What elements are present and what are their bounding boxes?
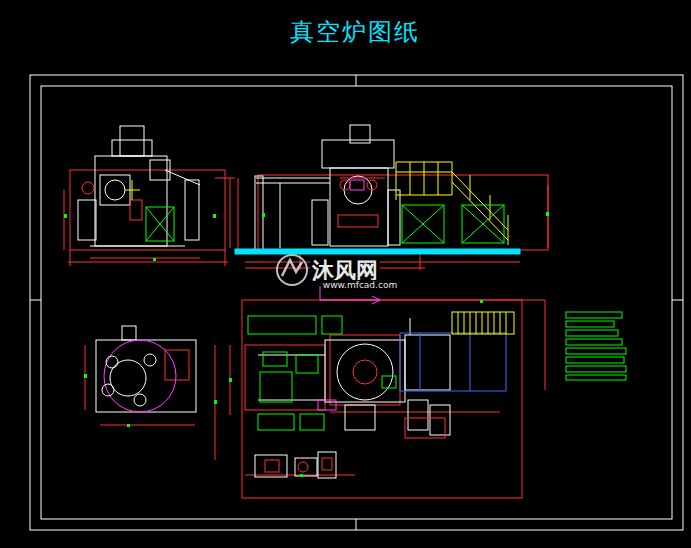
front-elevation: [235, 125, 549, 270]
top-view-small: [84, 326, 196, 427]
sheet-title: 真空炉图纸: [290, 16, 420, 48]
watermark-logo: [277, 255, 307, 285]
base-plate: [235, 249, 520, 254]
top-view-main: [214, 268, 545, 498]
parts-table: [566, 312, 626, 380]
watermark-url: www.mfcad.com: [321, 280, 399, 290]
frame-ticks: [30, 75, 683, 530]
outer-frame: [30, 75, 683, 530]
side-elevation: [64, 126, 235, 266]
inner-frame: [41, 86, 672, 519]
